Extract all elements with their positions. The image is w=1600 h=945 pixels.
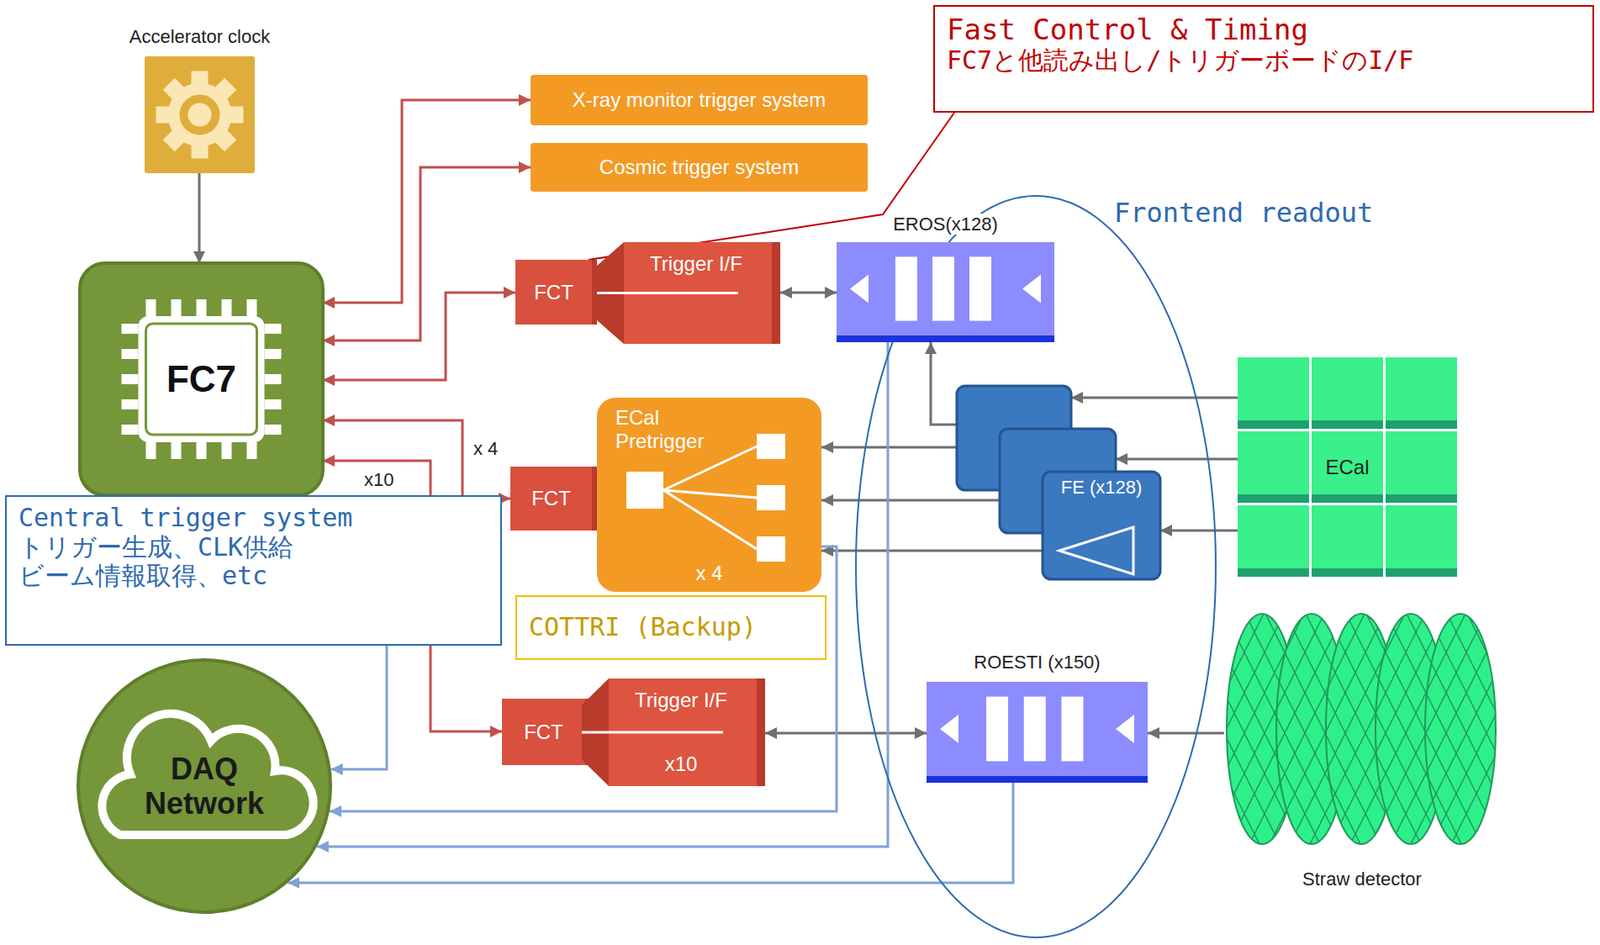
straw-detector-shape [1224,612,1500,847]
node-text: EROS(x128) [890,213,1001,235]
node-text: ROESTI (x150) [971,651,1103,673]
node-text: FC7と他読み出し/トリガーボードのI/F [946,46,1414,76]
node-text: FE (x128) [1042,476,1161,498]
node-text: トリガー生成、CLK供給 [18,533,294,563]
pretrigger-box: ECal Pretrigger x 4 [596,397,822,592]
callout-box: Fast Control & TimingFC7と他読み出し/トリガーボードのI… [933,5,1595,113]
node-text: x10 [665,752,698,777]
signal-connector [930,342,957,425]
signal-connector [780,291,837,295]
roesti-board-shape [926,681,1148,783]
signal-connector [1160,529,1238,533]
node-text: X-ray monitor trigger system [572,88,826,112]
fct-board: FCT [510,466,597,531]
clock-source-shape [144,56,255,174]
node-text: Frontend readout [1111,197,1376,229]
node-text: Accelerator clock [126,26,274,48]
clock-source: Accelerator clock [144,56,255,174]
fct-board: FCT [501,698,591,766]
frontend-amplifier: FE (x128) [956,385,1161,580]
multiplicity-label: x 4 [470,438,501,460]
roesti-board: ROESTI (x150) [926,681,1148,783]
signal-connector [322,292,516,381]
node-text: ECal [1325,455,1369,480]
signal-connector [322,100,531,303]
eros-board-shape [836,242,1055,343]
straw-detector: Straw detector [1224,612,1500,847]
signal-connector [1147,732,1225,735]
node-text: FCT [533,280,574,305]
signal-connector [287,782,1014,883]
node-text: Cosmic trigger system [599,155,799,180]
trigger-interface: Trigger I/F x10 [596,678,766,787]
node-text: x 4 [596,561,822,586]
fct-board: FCT [515,259,597,325]
multiplicity-label: x10 [361,469,397,491]
signal-connector [765,732,927,735]
callout-box: Central trigger systemトリガー生成、CLK供給ビーム情報取… [5,495,502,646]
signal-connector [198,173,201,264]
signal-connector [322,167,531,341]
trigger-interface: Trigger I/F [612,242,781,344]
node-text: FCT [523,720,564,745]
trigger-system-box: Cosmic trigger system [530,142,868,192]
daq-network: DAQ Network [76,658,333,914]
trigger-system-box: X-ray monitor trigger system [530,74,868,126]
node-text: Straw detector [1299,868,1425,890]
node-text: ECal Pretrigger [615,406,734,453]
node-text: FCT [531,486,571,511]
node-text: ビーム情報取得、etc [18,561,268,592]
node-text: Trigger I/F [634,688,728,713]
node-text: Trigger I/F [649,252,743,276]
backup-callout: COTTRI (Backup) [515,595,827,661]
node-text: FC7 [166,358,237,402]
ecal-calorimeter: ECal [1237,357,1458,577]
node-text: COTTRI (Backup) [528,612,757,643]
node-text: DAQ Network [132,751,276,822]
fc7-board: FC7 [79,263,323,496]
eros-board: EROS(x128) [836,242,1055,343]
node-text: Central trigger system [18,503,353,534]
node-text: Fast Control & Timing [946,13,1309,47]
